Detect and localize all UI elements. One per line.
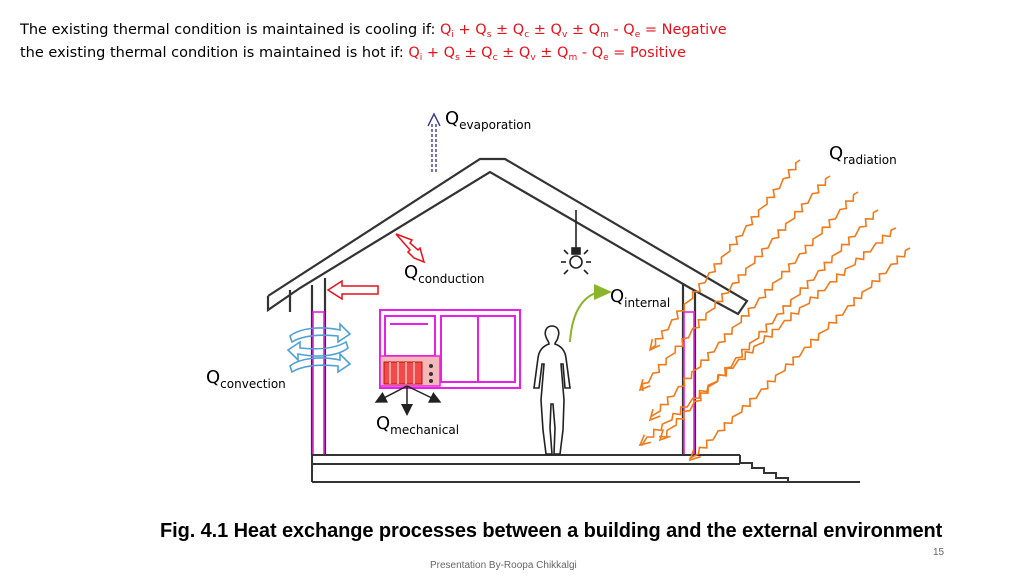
radiation-arrowhead (658, 429, 671, 442)
equation-term: Qe = Negative (623, 22, 727, 40)
radiation-wave (640, 227, 897, 447)
equation-term: Qi + (408, 45, 444, 63)
radiation-waves (638, 159, 911, 462)
page-number: 15 (933, 547, 945, 558)
equation-term: Qs ± (443, 45, 482, 63)
equation-term: Qi + (439, 22, 476, 40)
equation-term: Qv ± (550, 22, 589, 40)
equation-term: Qc ± (512, 22, 551, 40)
walls (310, 278, 697, 455)
radiation-wave (688, 247, 911, 460)
mechanical-arrows (374, 385, 442, 416)
cooling-condition-equation: The existing thermal condition is mainta… (20, 21, 727, 40)
q-evaporation-label: Qevaporation (445, 108, 532, 133)
roof (266, 157, 749, 316)
radiation-arrowhead (638, 378, 651, 392)
equation-term: Qm - (588, 22, 624, 40)
q-conduction-label: Qconduction (404, 262, 485, 287)
equation-term: Qe = Positive (591, 45, 686, 63)
q-internal-label: Qinternal (610, 286, 671, 311)
radiation-wave (650, 159, 801, 350)
radiation-wave (659, 209, 879, 438)
equation-prefix: the existing thermal condition is mainta… (20, 45, 409, 61)
radiation-wave (650, 191, 859, 417)
wall-highlight (312, 311, 695, 456)
presenter-credit: Presentation By-Roopa Chikkalgi (430, 560, 577, 571)
q-radiation-label: Qradiation (829, 143, 897, 168)
stairs (739, 455, 789, 482)
equation-term: Qc ± (481, 45, 519, 63)
figure-caption: Fig. 4.1 Heat exchange processes between… (160, 520, 943, 542)
q-mechanical-label: Qmechanical (376, 413, 460, 438)
radiation-arrowhead (648, 408, 661, 422)
convection-arrows (286, 322, 352, 374)
radiation-arrowhead (648, 338, 661, 352)
radiation-arrowhead (638, 434, 652, 447)
internal-arrow (569, 284, 612, 343)
lamp-icon (561, 210, 591, 275)
person-icon (533, 325, 571, 455)
radiation-arrowhead (688, 449, 701, 462)
evaporation-arrow (427, 112, 441, 172)
conduction-arrows (326, 233, 426, 301)
equation-prefix: The existing thermal condition is mainta… (20, 22, 440, 38)
hot-condition-equation: the existing thermal condition is mainta… (20, 44, 686, 63)
floor-slab (311, 454, 860, 483)
equation-term: Qs ± (475, 22, 513, 40)
equation-term: Qm - (557, 45, 592, 63)
equation-term: Qv ± (518, 45, 558, 63)
radiation-wave (641, 175, 831, 392)
ac-unit (379, 355, 441, 387)
q-convection-label: Qconvection (206, 367, 286, 392)
